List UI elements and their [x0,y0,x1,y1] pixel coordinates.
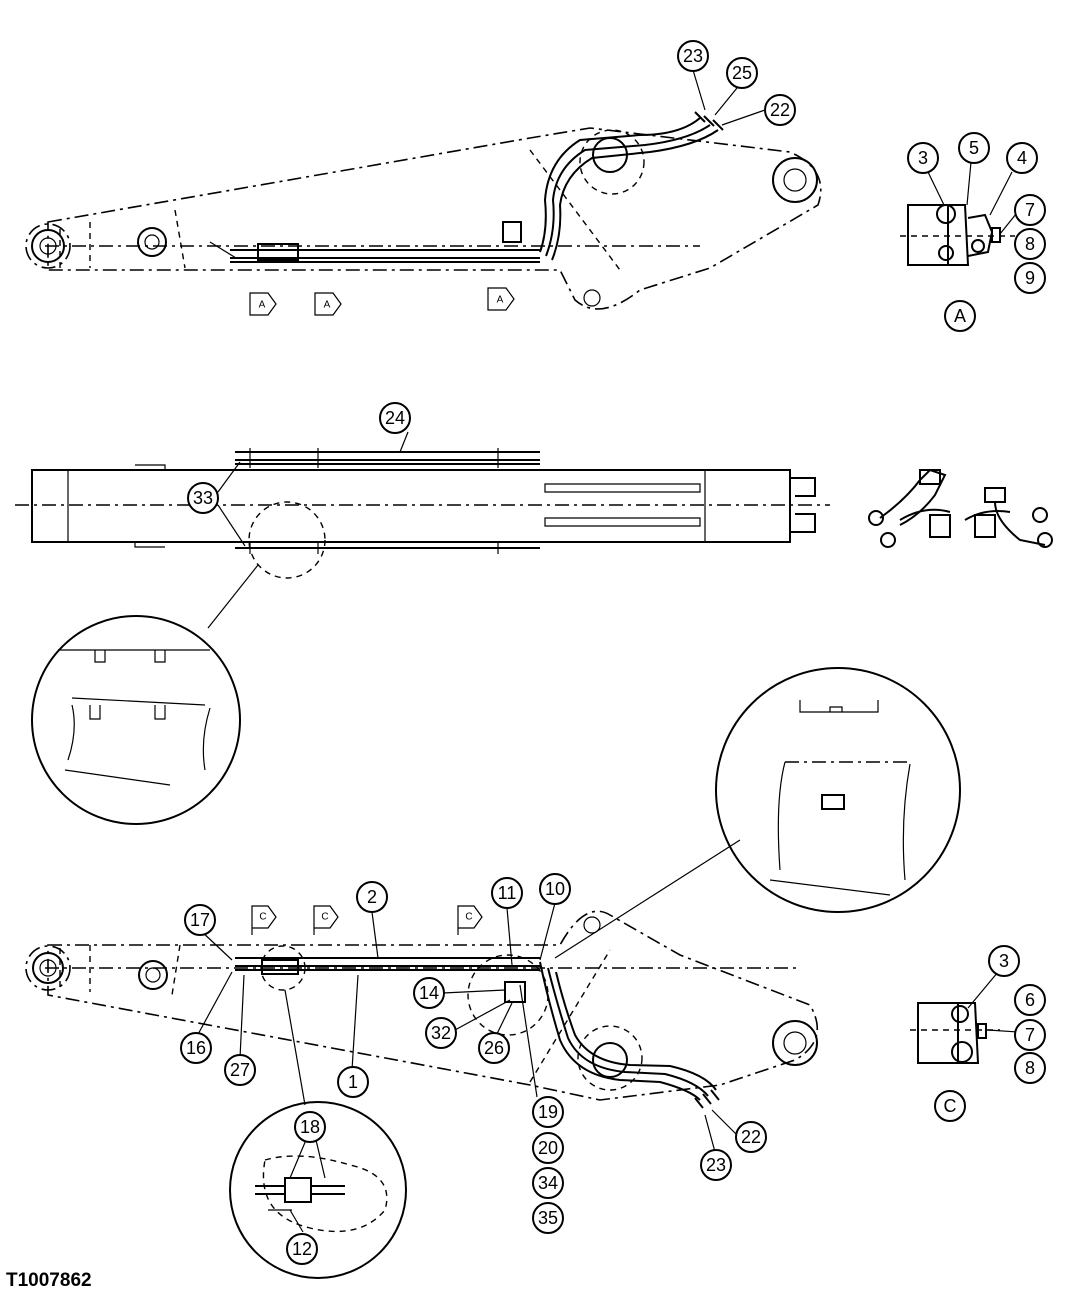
svg-text:3: 3 [999,951,1009,971]
middle-arm-view [15,448,830,554]
callout-b-11: 11 [491,877,523,909]
top-arm-view [25,111,822,310]
svg-text:14: 14 [419,983,439,1003]
svg-text:8: 8 [1025,234,1035,254]
svg-text:22: 22 [770,100,790,120]
svg-text:4: 4 [1017,148,1027,168]
svg-text:24: 24 [385,408,405,428]
callout-b-26: 26 [478,1032,510,1064]
section-flag-c-3: C [457,905,483,935]
view-label-c: C [934,1090,966,1122]
svg-text:6: 6 [1025,990,1035,1010]
svg-text:12: 12 [292,1239,312,1259]
callout-top-25: 25 [726,57,758,89]
svg-text:2: 2 [367,887,377,907]
callout-top-22: 22 [764,94,796,126]
bracket-detail-drawing [868,468,1053,548]
svg-text:32: 32 [431,1023,451,1043]
callout-b-35: 35 [532,1202,564,1234]
detail-magnified-right [715,667,961,913]
svg-text:23: 23 [706,1155,726,1175]
callout-b-17: 17 [184,904,216,936]
callout-b-27: 27 [224,1054,256,1086]
callout-mid-24: 24 [379,402,411,434]
svg-text:A: A [324,300,331,311]
svg-text:19: 19 [538,1102,558,1122]
callout-b-2: 2 [356,881,388,913]
section-flag-c-1: C [251,905,277,935]
svg-text:33: 33 [193,488,213,508]
callout-a-9: 9 [1014,262,1046,294]
svg-text:1: 1 [348,1072,358,1092]
callout-b-18: 18 [294,1111,326,1143]
callout-a-3: 3 [907,142,939,174]
callout-b-34: 34 [532,1167,564,1199]
callout-c-8: 8 [1014,1052,1046,1084]
svg-text:9: 9 [1025,268,1035,288]
detail-zoom-marker-left [248,501,326,579]
callout-b-16: 16 [180,1032,212,1064]
callout-a-7: 7 [1014,194,1046,226]
detail-zoom-marker-bottom-center [467,954,549,1036]
svg-text:7: 7 [1025,1025,1035,1045]
svg-text:18: 18 [300,1117,320,1137]
callout-b-23: 23 [700,1149,732,1181]
detail-a-drawing [900,161,1017,266]
callout-b-10: 10 [539,873,571,905]
callout-b-1: 1 [337,1066,369,1098]
section-flag-c-2: C [313,905,339,935]
svg-text:16: 16 [186,1038,206,1058]
callout-b-12: 12 [286,1233,318,1265]
view-label-a: A [944,300,976,332]
svg-text:5: 5 [969,138,979,158]
callout-c-7: 7 [1014,1019,1046,1051]
callout-b-19: 19 [532,1096,564,1128]
callout-a-4: 4 [1006,142,1038,174]
detail-magnified-left [31,615,241,825]
svg-text:C: C [321,912,328,923]
callout-b-22: 22 [735,1121,767,1153]
figure-id: T1007862 [6,1270,92,1291]
svg-text:17: 17 [190,910,210,930]
bottom-arm-view [25,839,819,1109]
svg-text:C: C [944,1096,957,1116]
callout-mid-33: 33 [187,482,219,514]
svg-text:C: C [465,912,472,923]
callout-a-5: 5 [958,132,990,164]
svg-text:A: A [954,306,966,326]
svg-text:34: 34 [538,1173,558,1193]
detail-zoom-marker-bottom-left [260,945,306,991]
svg-text:10: 10 [545,879,565,899]
callout-b-32: 32 [425,1017,457,1049]
svg-text:8: 8 [1025,1058,1035,1078]
callout-top-23: 23 [677,40,709,72]
callout-c-6: 6 [1014,984,1046,1016]
svg-text:23: 23 [683,46,703,66]
section-flag-a-1: A [249,292,277,316]
detail-c-drawing [910,971,1019,1064]
svg-text:A: A [497,295,504,306]
section-flag-a-3: A [487,287,515,311]
svg-text:27: 27 [230,1060,250,1080]
svg-text:35: 35 [538,1208,558,1228]
detail-magnified-bottom [229,1101,407,1279]
callout-b-20: 20 [532,1132,564,1164]
section-flag-a-2: A [314,292,342,316]
svg-text:25: 25 [732,63,752,83]
svg-text:22: 22 [741,1127,761,1147]
callout-b-14: 14 [413,977,445,1009]
svg-text:26: 26 [484,1038,504,1058]
callout-a-8: 8 [1014,228,1046,260]
svg-text:7: 7 [1025,200,1035,220]
callout-c-3: 3 [988,945,1020,977]
svg-text:A: A [259,300,266,311]
svg-text:11: 11 [498,883,517,903]
svg-text:C: C [259,912,266,923]
svg-text:3: 3 [918,148,928,168]
svg-text:20: 20 [538,1138,558,1158]
